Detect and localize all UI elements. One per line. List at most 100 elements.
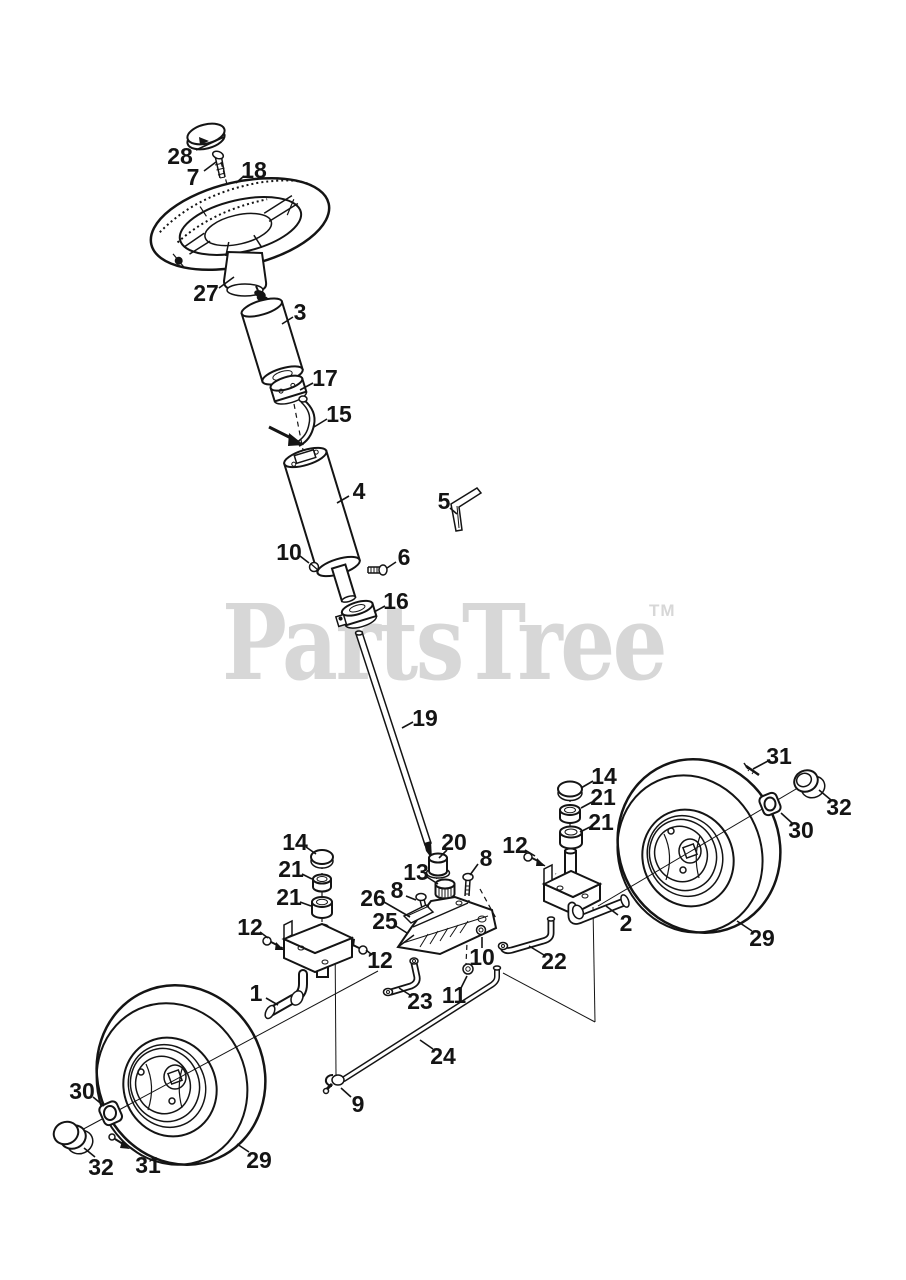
callout-15: 15 bbox=[326, 401, 352, 427]
callout-5: 5 bbox=[438, 488, 451, 514]
gear-segment-13 bbox=[434, 878, 456, 900]
callout-32: 32 bbox=[88, 1154, 114, 1180]
callout-leader-22 bbox=[528, 945, 545, 956]
clamp-collar bbox=[334, 599, 378, 629]
drag-link-24 bbox=[341, 965, 502, 1082]
callout-leader-28 bbox=[195, 136, 225, 151]
callout-leader-11 bbox=[460, 975, 468, 989]
callout-29: 29 bbox=[749, 925, 775, 951]
callout-12: 12 bbox=[367, 947, 393, 973]
steering-plate-25 bbox=[396, 895, 498, 956]
callout-19: 19 bbox=[412, 705, 438, 731]
tie-rod-right-22 bbox=[497, 916, 556, 955]
bolt-12-left bbox=[262, 936, 284, 950]
callout-leader-31 bbox=[129, 1146, 143, 1157]
callout-leader-21 bbox=[580, 801, 593, 809]
spindle-axle-1 bbox=[264, 1004, 276, 1020]
callout-22: 22 bbox=[541, 948, 567, 974]
callout-leader-12 bbox=[259, 931, 269, 939]
callout-leader-23 bbox=[398, 987, 411, 996]
callout-4: 4 bbox=[353, 478, 366, 504]
callout-leader-24 bbox=[419, 1039, 434, 1050]
callout-26: 26 bbox=[360, 885, 386, 911]
washer-30-left bbox=[98, 1100, 124, 1127]
callout-leader-6 bbox=[386, 561, 397, 569]
callout-leader-10 bbox=[299, 555, 310, 564]
callout-31: 31 bbox=[766, 743, 792, 769]
callout-20: 20 bbox=[441, 829, 467, 855]
column-screw bbox=[308, 561, 320, 573]
callout-leader-32 bbox=[818, 789, 832, 801]
watermark-trademark: TM bbox=[649, 601, 676, 620]
callout-8: 8 bbox=[391, 877, 404, 903]
callout-2: 2 bbox=[620, 910, 633, 936]
tie-rod-left-23 bbox=[382, 957, 421, 997]
left-wheel-hardware bbox=[52, 1100, 130, 1155]
callout-8: 8 bbox=[480, 845, 493, 871]
callout-leader-5 bbox=[449, 507, 458, 515]
right-spindle-assembly bbox=[523, 780, 630, 925]
callout-leader-21 bbox=[301, 873, 313, 880]
callout-leader-29 bbox=[736, 920, 753, 932]
callout-32: 32 bbox=[826, 794, 852, 820]
callout-leader-7 bbox=[203, 161, 217, 172]
callout-14: 14 bbox=[591, 763, 617, 789]
callout-leader-18 bbox=[235, 175, 245, 184]
callout-29: 29 bbox=[246, 1147, 272, 1173]
callout-leader-31 bbox=[752, 760, 769, 770]
column-bolt bbox=[367, 564, 388, 576]
callout-leader-21 bbox=[299, 901, 312, 907]
callout-18: 18 bbox=[241, 157, 267, 183]
callout-12: 12 bbox=[502, 832, 528, 858]
bolt-12-right bbox=[523, 852, 545, 866]
callout-7: 7 bbox=[187, 164, 200, 190]
callout-31: 31 bbox=[135, 1152, 161, 1178]
callout-leader-15 bbox=[313, 418, 328, 428]
plate-screw-right bbox=[462, 872, 474, 897]
callout-leader-21 bbox=[579, 826, 591, 833]
pin-31-right bbox=[743, 762, 760, 777]
flange-nut-11 bbox=[462, 963, 474, 975]
callout-leader-12 bbox=[524, 849, 536, 857]
spindle-axle-2 bbox=[620, 894, 630, 908]
shaft-key bbox=[450, 487, 483, 532]
callout-leader-4 bbox=[336, 495, 350, 504]
callout-11: 11 bbox=[442, 982, 467, 1008]
callout-leader-9 bbox=[340, 1087, 352, 1098]
callout-14: 14 bbox=[282, 829, 308, 855]
callout-leader-26 bbox=[383, 901, 411, 918]
callout-21: 21 bbox=[278, 856, 304, 882]
callout-leader-32 bbox=[83, 1147, 96, 1158]
callout-17: 17 bbox=[312, 365, 338, 391]
callout-leader-16 bbox=[373, 605, 386, 613]
insert-arrow-icon bbox=[288, 433, 304, 446]
callout-leader-13 bbox=[426, 876, 439, 885]
callout-13: 13 bbox=[403, 859, 429, 885]
callout-25: 25 bbox=[372, 908, 398, 934]
cap-14-left bbox=[310, 849, 334, 865]
callout-leader-8 bbox=[469, 863, 479, 876]
cap-32-right bbox=[793, 769, 826, 799]
washer-30-right bbox=[758, 791, 782, 817]
ball-joint-9 bbox=[322, 1074, 345, 1095]
cap-32-left bbox=[52, 1120, 94, 1155]
callout-6: 6 bbox=[398, 544, 411, 570]
callout-leader-27 bbox=[218, 276, 235, 289]
pin-31-left bbox=[108, 1133, 130, 1149]
callout-leader-8 bbox=[405, 895, 417, 901]
callout-leader-30 bbox=[780, 812, 793, 824]
callout-leader-19 bbox=[401, 721, 414, 729]
right-wheel-hardware bbox=[743, 762, 826, 817]
callout-leader-1 bbox=[265, 997, 279, 1006]
steering-wheel bbox=[149, 176, 331, 297]
steering-wheel-cap bbox=[186, 122, 226, 151]
callout-leader-20 bbox=[438, 849, 448, 859]
callout-10: 10 bbox=[276, 539, 302, 565]
callout-leader-2 bbox=[605, 905, 619, 916]
watermark-text: PartsTree bbox=[222, 581, 665, 704]
callout-leader-25 bbox=[395, 925, 408, 934]
lower-column-tube bbox=[283, 446, 361, 603]
